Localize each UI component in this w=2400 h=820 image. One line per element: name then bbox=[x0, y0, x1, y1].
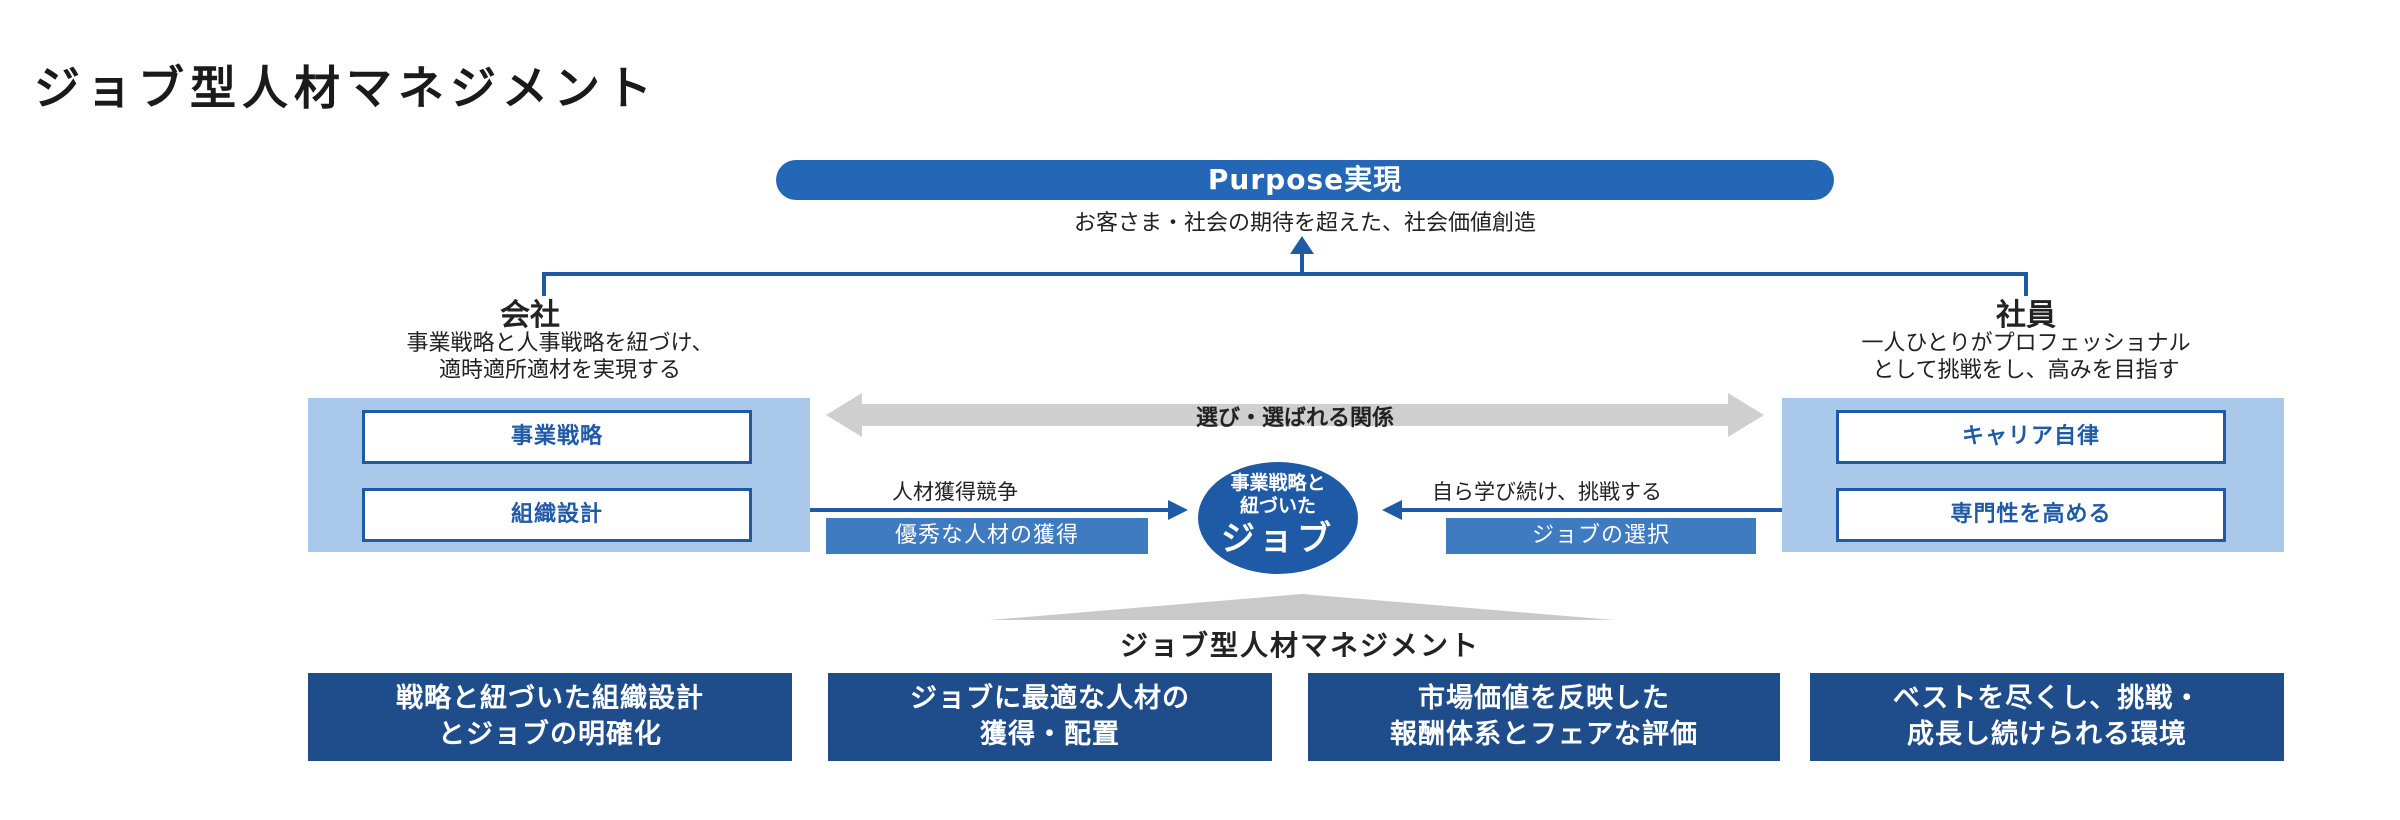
bottom-box-4: ベストを尽くし、挑戦・ 成長し続けられる環境 bbox=[1810, 673, 2284, 761]
purpose-banner: Purpose実現 bbox=[776, 160, 1834, 200]
company-desc-line2: 適時適所適材を実現する bbox=[438, 358, 681, 383]
company-desc-line1: 事業戦略と人事戦略を紐づけ、 bbox=[406, 331, 714, 356]
bottom-box-3: 市場価値を反映した 報酬体系とフェアな評価 bbox=[1308, 673, 1780, 761]
employee-arrowhead bbox=[1382, 500, 1402, 520]
bottom-box-2-line2: 獲得・配置 bbox=[980, 719, 1120, 750]
company-title: 会社 bbox=[500, 298, 560, 333]
roof-shape bbox=[990, 594, 1614, 620]
job-circle-line2: 紐づいた bbox=[1239, 495, 1316, 517]
relationship-label: 選び・選ばれる関係 bbox=[1195, 406, 1394, 431]
job-circle-line1: 事業戦略と bbox=[1230, 472, 1326, 494]
bottom-title: ジョブ型人材マネジメント bbox=[1119, 629, 1480, 662]
purpose-subtitle: お客さま・社会の期待を超えた、社会価値創造 bbox=[1073, 211, 1536, 236]
business-strategy-box: 事業戦略 bbox=[362, 410, 752, 464]
purpose-arrowhead bbox=[1290, 236, 1314, 254]
employee-chip: ジョブの選択 bbox=[1446, 518, 1756, 554]
page-title: ジョブ型人材マネジメント bbox=[34, 61, 658, 115]
purpose-bracket bbox=[542, 250, 2028, 296]
bottom-box-1-line2: とジョブの明確化 bbox=[438, 719, 662, 750]
company-description: 事業戦略と人事戦略を紐づけ、 適時適所適材を実現する bbox=[320, 330, 800, 384]
bottom-box-3-line1: 市場価値を反映した bbox=[1418, 683, 1670, 714]
bottom-box-1-line1: 戦略と紐づいた組織設計 bbox=[396, 683, 704, 714]
company-arrowhead bbox=[1168, 500, 1188, 520]
employee-description: 一人ひとりがプロフェッショナル として挑戦をし、高みを目指す bbox=[1776, 330, 2276, 384]
employee-desc-line1: 一人ひとりがプロフェッショナル bbox=[1861, 331, 2191, 356]
company-arrow-label: 人材獲得競争 bbox=[892, 480, 1018, 504]
relationship-double-arrow bbox=[826, 393, 1764, 437]
job-circle-big: ジョブ bbox=[1221, 519, 1335, 559]
company-chip: 優秀な人材の獲得 bbox=[826, 518, 1148, 554]
bottom-box-3-line2: 報酬体系とフェアな評価 bbox=[1390, 719, 1698, 750]
bottom-box-4-line2: 成長し続けられる環境 bbox=[1907, 719, 2187, 750]
expertise-box: 専門性を高める bbox=[1836, 488, 2226, 542]
job-circle: 事業戦略と 紐づいた ジョブ bbox=[1198, 462, 1358, 574]
employee-desc-line2: として挑戦をし、高みを目指す bbox=[1872, 358, 2180, 383]
employee-title: 社員 bbox=[1996, 298, 2056, 333]
bottom-box-1: 戦略と紐づいた組織設計 とジョブの明確化 bbox=[308, 673, 792, 761]
bottom-box-4-line1: ベストを尽くし、挑戦・ bbox=[1892, 683, 2202, 714]
org-design-box: 組織設計 bbox=[362, 488, 752, 542]
bottom-box-2: ジョブに最適な人材の 獲得・配置 bbox=[828, 673, 1272, 761]
career-autonomy-box: キャリア自律 bbox=[1836, 410, 2226, 464]
bottom-box-2-line1: ジョブに最適な人材の bbox=[910, 683, 1190, 714]
employee-arrow-label: 自ら学び続け、挑戦する bbox=[1432, 480, 1662, 504]
